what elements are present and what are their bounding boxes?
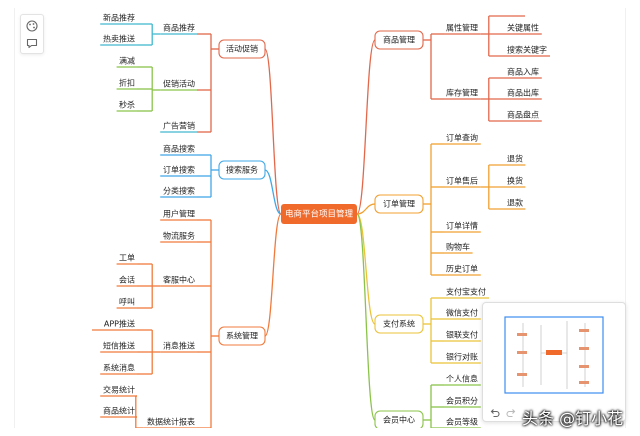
topic-node[interactable]: 会员积分 bbox=[446, 396, 478, 406]
canvas-toolbar bbox=[20, 14, 44, 54]
leaf-node[interactable]: 满减 bbox=[119, 56, 135, 66]
leaf-node[interactable]: 折扣 bbox=[119, 78, 135, 88]
root-node[interactable] bbox=[281, 204, 357, 224]
undo-icon[interactable] bbox=[489, 407, 501, 419]
branch-node[interactable] bbox=[374, 194, 424, 214]
branch-node-label[interactable]: 搜索服务 bbox=[226, 165, 258, 175]
minimap[interactable] bbox=[482, 302, 626, 422]
topic-node[interactable]: 历史订单 bbox=[446, 264, 478, 274]
branch-node[interactable] bbox=[374, 30, 424, 50]
leaf-node[interactable]: 交易统计 bbox=[103, 385, 135, 395]
topic-node[interactable]: 订单售后 bbox=[446, 176, 478, 186]
branch-node-label[interactable]: 会员中心 bbox=[383, 415, 415, 425]
leaf-node[interactable]: 商品入库 bbox=[507, 67, 539, 77]
leaf-node[interactable]: 换货 bbox=[507, 176, 523, 186]
topic-node[interactable]: 用户管理 bbox=[163, 209, 195, 219]
leaf-node[interactable]: 商品统计 bbox=[103, 406, 135, 416]
branch-curve bbox=[264, 48, 282, 215]
branch-curve bbox=[356, 213, 376, 421]
comment-icon[interactable] bbox=[25, 36, 39, 50]
topic-node[interactable]: 个人信息 bbox=[446, 374, 478, 384]
leaf-node[interactable]: 工单 bbox=[119, 253, 135, 263]
topic-node[interactable]: 会员等级 bbox=[446, 417, 478, 427]
leaf-node[interactable]: 退货 bbox=[507, 154, 523, 164]
topic-node[interactable]: 分类搜索 bbox=[163, 186, 195, 196]
branch-node[interactable] bbox=[218, 160, 266, 180]
topic-node[interactable]: 客服中心 bbox=[163, 275, 195, 285]
branch-curve bbox=[264, 169, 282, 215]
leaf-node[interactable]: 系统消息 bbox=[103, 363, 135, 373]
watermark: 头条 @钉小花 bbox=[522, 402, 623, 432]
topic-node[interactable]: 商品推荐 bbox=[163, 23, 195, 33]
minimap-thumbnail bbox=[504, 316, 604, 394]
leaf-node[interactable]: 商品盘点 bbox=[507, 110, 539, 120]
leaf-node[interactable]: 秒杀 bbox=[119, 100, 135, 110]
leaf-node[interactable]: 新品推荐 bbox=[103, 13, 135, 23]
topic-node[interactable]: 微信支付 bbox=[446, 308, 478, 318]
topic-node[interactable]: 库存管理 bbox=[446, 88, 478, 98]
topic-node[interactable]: 支付宝支付 bbox=[446, 287, 486, 297]
branch-node-label[interactable]: 支付系统 bbox=[383, 319, 415, 329]
topic-node[interactable]: 广告营销 bbox=[163, 121, 195, 131]
branch-node[interactable] bbox=[218, 326, 266, 346]
branch-curve bbox=[356, 203, 376, 215]
branch-node-label[interactable]: 订单管理 bbox=[383, 199, 415, 209]
topic-node[interactable]: 购物车 bbox=[446, 242, 470, 252]
topic-node[interactable]: 商品搜索 bbox=[163, 144, 195, 154]
branch-node[interactable] bbox=[374, 410, 424, 428]
watermark-text: 头条 @钉小花 bbox=[522, 409, 624, 428]
topic-node[interactable]: 物流服务 bbox=[163, 231, 195, 241]
leaf-node[interactable]: 退款 bbox=[507, 198, 523, 208]
topic-node[interactable]: 消息推送 bbox=[163, 341, 195, 351]
branch-curve bbox=[356, 39, 376, 215]
branch-node[interactable] bbox=[374, 314, 424, 334]
branch-node-label[interactable]: 商品管理 bbox=[383, 35, 415, 45]
leaf-node[interactable]: 短信推送 bbox=[103, 341, 135, 351]
branch-node-label[interactable]: 系统管理 bbox=[226, 331, 258, 341]
topic-node[interactable]: 订单搜索 bbox=[163, 165, 195, 175]
branch-node-label[interactable]: 活动促销 bbox=[226, 44, 258, 54]
leaf-node[interactable]: 关键属性 bbox=[507, 23, 539, 33]
topic-node[interactable]: 订单查询 bbox=[446, 133, 478, 143]
topic-node[interactable]: 促销活动 bbox=[163, 79, 195, 89]
leaf-node[interactable]: 会话 bbox=[119, 275, 135, 285]
branch-curve bbox=[356, 213, 376, 325]
branch-node[interactable] bbox=[218, 39, 266, 59]
leaf-node[interactable]: 呼叫 bbox=[119, 297, 135, 307]
topic-node[interactable]: 银联支付 bbox=[446, 330, 478, 340]
topic-node[interactable]: 数据统计报表 bbox=[147, 417, 195, 427]
root-node-label[interactable]: 电商平台项目管理 bbox=[285, 209, 354, 220]
topic-node[interactable]: 属性管理 bbox=[446, 23, 478, 33]
palette-icon[interactable] bbox=[25, 19, 39, 33]
topic-node[interactable]: 银行对账 bbox=[446, 352, 478, 362]
leaf-node[interactable]: APP推送 bbox=[104, 319, 135, 329]
mindmap-canvas[interactable]: 电商平台项目管理 商品管理 属性管理 关键属性搜索关键字库存管理 商品入库商品出库商品盘… bbox=[14, 8, 626, 428]
topic-node[interactable]: 订单详情 bbox=[446, 221, 478, 231]
branch-curve bbox=[264, 213, 282, 337]
leaf-node[interactable]: 商品出库 bbox=[507, 88, 539, 98]
redo-icon[interactable] bbox=[505, 407, 517, 419]
leaf-node[interactable]: 搜索关键字 bbox=[507, 45, 547, 55]
leaf-node[interactable]: 热卖推送 bbox=[103, 34, 135, 44]
